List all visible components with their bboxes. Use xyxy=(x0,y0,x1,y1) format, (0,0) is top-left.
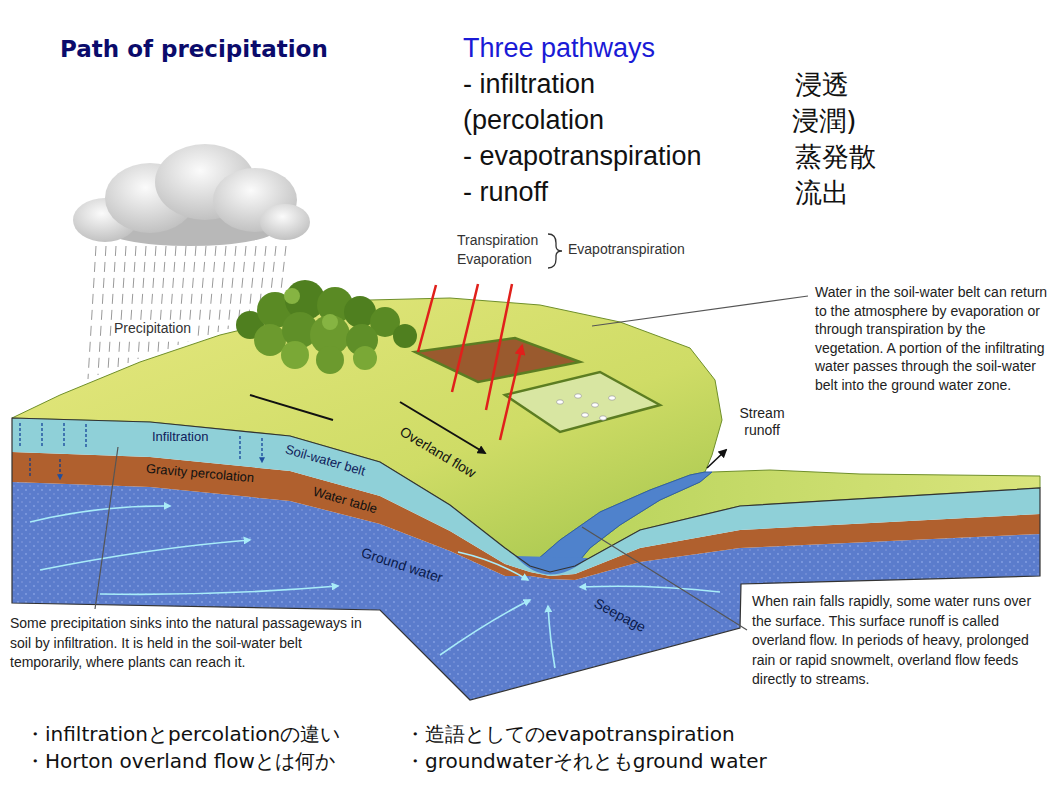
japanese-term-holder: 蒸発散 xyxy=(795,141,876,172)
callout-text-holder: Water in the soil-water belt can return … xyxy=(815,283,1051,394)
note-item: ・Horton overland flowとは何か xyxy=(25,750,335,773)
japanese-term: 浸透 xyxy=(795,69,849,100)
layer-label: Infiltration xyxy=(152,430,208,445)
stream-runoff-arrow xyxy=(707,450,726,468)
sheep xyxy=(575,394,582,398)
note-item-holder: ・groundwaterそれともground water xyxy=(405,750,767,773)
leader-line xyxy=(95,447,118,609)
callout-text-holder: When rain falls rapidly, some water runs… xyxy=(752,592,1044,690)
note-item: ・造語としてのevapotranspiration xyxy=(405,723,735,746)
pathway-term-holder: - runoff xyxy=(463,177,548,208)
flow-arrow xyxy=(580,586,720,592)
tree xyxy=(281,341,309,369)
diagram-title-holder: Path of precipitation xyxy=(60,36,328,62)
section-heading: Three pathways xyxy=(463,33,655,64)
pathway-term-holder: - evapotranspiration xyxy=(463,141,702,172)
sheep xyxy=(609,396,616,400)
flow-arrow xyxy=(440,600,530,655)
brace xyxy=(548,234,562,268)
flow-arrow xyxy=(458,552,528,580)
flow-arrow xyxy=(30,506,170,522)
evapotranspiration-arrows xyxy=(418,284,522,440)
pathway-term-holder: - infiltration xyxy=(463,69,595,100)
pathway-term: - runoff xyxy=(463,177,548,208)
trees xyxy=(236,280,417,374)
japanese-term-holder: 浸透 xyxy=(795,69,849,100)
process-label: Precipitation xyxy=(112,320,193,336)
note-item-holder: ・Horton overland flowとは何か xyxy=(25,750,335,773)
tree xyxy=(353,346,377,370)
process-label-holder: Evaporation xyxy=(457,251,532,267)
japanese-term-holder: 浸潤) xyxy=(792,105,857,136)
sheep xyxy=(557,394,616,420)
process-label: Stream runoff xyxy=(733,405,791,439)
note-item-holder: ・infiltrationとpercolationの違い xyxy=(25,723,340,746)
sheep xyxy=(582,413,589,417)
sheep xyxy=(592,403,599,407)
sheep xyxy=(600,416,607,420)
process-label: Transpiration xyxy=(457,232,538,248)
callout-text: Water in the soil-water belt can return … xyxy=(815,283,1051,394)
pathway-term-holder: (percolation xyxy=(463,105,604,136)
flow-arrow xyxy=(40,540,250,570)
percolation-arrows xyxy=(30,458,60,479)
japanese-term: 流出 xyxy=(795,177,849,208)
note-item-holder: ・造語としてのevapotranspiration xyxy=(405,723,735,746)
cloud-part xyxy=(260,204,310,240)
tree-highlight xyxy=(284,288,300,304)
pathway-term: (percolation xyxy=(463,105,604,136)
tree-highlight xyxy=(322,314,338,330)
note-item: ・groundwaterそれともground water xyxy=(405,750,767,773)
callout-text: When rain falls rapidly, some water runs… xyxy=(752,592,1044,690)
japanese-term-holder: 流出 xyxy=(795,177,849,208)
flow-arrow xyxy=(548,606,555,668)
tree xyxy=(254,324,286,356)
leader-line xyxy=(592,296,808,326)
overland-flow-arrows xyxy=(250,395,485,453)
pasture-field xyxy=(505,372,660,432)
sheep xyxy=(557,400,564,404)
tree xyxy=(316,346,344,374)
process-label: Evapotranspiration xyxy=(568,241,685,257)
cloud xyxy=(73,144,310,246)
pathway-term: - infiltration xyxy=(463,69,595,100)
tree xyxy=(393,324,417,348)
note-item: ・infiltrationとpercolationの違い xyxy=(25,723,340,746)
process-label-holder: Stream runoff xyxy=(733,405,791,439)
section-heading-holder: Three pathways xyxy=(463,33,655,64)
infiltration-arrows xyxy=(20,423,262,462)
process-label: Evaporation xyxy=(457,251,532,267)
process-label-holder: Precipitation xyxy=(112,320,193,336)
diagram-title: Path of precipitation xyxy=(60,36,328,62)
callout-text-holder: Some precipitation sinks into the natura… xyxy=(10,614,370,673)
japanese-term: 蒸発散 xyxy=(795,141,876,172)
process-label-holder: Transpiration xyxy=(457,232,538,248)
flow-arrow xyxy=(100,586,338,594)
process-label-holder: Evapotranspiration xyxy=(568,241,685,257)
callout-text: Some precipitation sinks into the natura… xyxy=(10,614,370,673)
japanese-term: 浸潤) xyxy=(792,105,857,136)
layer-label-holder: Infiltration xyxy=(152,430,208,445)
pathway-term: - evapotranspiration xyxy=(463,141,702,172)
